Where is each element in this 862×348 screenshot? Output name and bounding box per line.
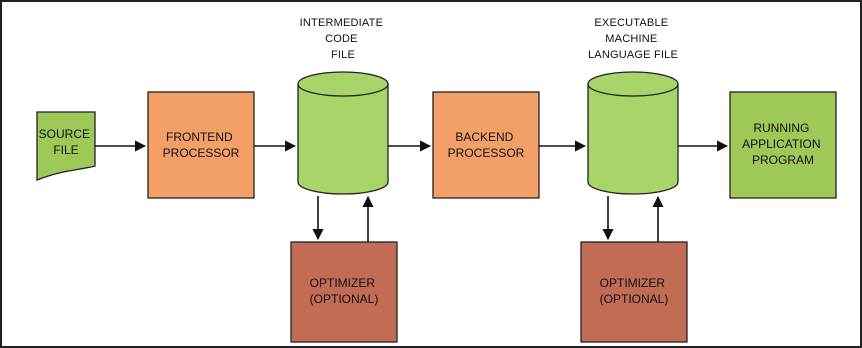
backend-processor-label-line1: BACKEND — [455, 130, 513, 144]
running-application-label-line3: PROGRAM — [752, 153, 814, 167]
frontend-processor-label-line1: FRONTEND — [166, 130, 233, 144]
intermediate-file-caption-line2: CODE — [325, 33, 358, 45]
optimizer-2-node: OPTIMIZER (OPTIONAL) — [580, 241, 688, 343]
source-file-node: SOURCE FILE — [36, 111, 96, 181]
frontend-processor-label-line2: PROCESSOR — [163, 146, 240, 160]
svg-text:BACKEND PROCESSOR: BACKEND PROCESSOR — [448, 130, 525, 160]
executable-file-caption-line3: LANGUAGE FILE — [588, 49, 678, 61]
svg-text:INTERMEDIATE CODE: INTERMEDIATE CODE FILE — [300, 17, 387, 61]
optimizer-2-label-line2: (OPTIONAL) — [600, 292, 669, 306]
backend-processor-node: BACKEND PROCESSOR — [432, 91, 540, 199]
svg-text:EXECUTABLE MACHINE: EXECUTABLE MACHINE LANGUAGE FILE — [588, 17, 678, 61]
optimizer-2-box — [580, 241, 688, 343]
svg-text:OPTIMIZER (OPTIONAL): OPTIMIZER (OPTIONAL) — [600, 276, 669, 306]
executable-file-node: EXECUTABLE MACHINE LANGUAGE FILE — [587, 17, 679, 195]
running-application-node: RUNNING APPLICATION PROGRAM — [729, 91, 837, 199]
svg-text:RUNNING APPLICATION: RUNNING APPLICATION PROGRAM — [742, 121, 824, 167]
svg-text:OPTIMIZER (OPTIONAL): OPTIMIZER (OPTIONAL) — [310, 276, 379, 306]
svg-text:SOURCE FILE: SOURCE FILE — [39, 127, 94, 157]
intermediate-file-cylinder-body — [297, 83, 389, 195]
executable-file-caption-line1: EXECUTABLE — [594, 17, 668, 29]
svg-text:FRONTEND PROCESSOR: FRONTEND PROCESSOR — [163, 130, 240, 160]
intermediate-file-caption-line1: INTERMEDIATE — [300, 17, 383, 29]
backend-processor-label-line2: PROCESSOR — [448, 146, 525, 160]
optimizer-1-node: OPTIMIZER (OPTIONAL) — [290, 241, 398, 343]
executable-file-caption-line2: MACHINE — [605, 33, 657, 45]
backend-processor-box — [432, 91, 540, 199]
source-file-label-line1: SOURCE — [39, 127, 90, 141]
optimizer-1-label-line1: OPTIMIZER — [310, 276, 376, 290]
intermediate-file-cylinder-top — [297, 71, 389, 97]
intermediate-code-file-node: INTERMEDIATE CODE FILE — [297, 17, 389, 195]
executable-file-cylinder-body — [587, 83, 679, 195]
frontend-processor-node: FRONTEND PROCESSOR — [147, 91, 255, 199]
optimizer-1-label-line2: (OPTIONAL) — [310, 292, 379, 306]
executable-file-cylinder-top — [587, 71, 679, 97]
source-file-shape — [36, 111, 96, 181]
intermediate-file-caption-line3: FILE — [331, 49, 355, 61]
source-file-label-line2: FILE — [53, 143, 78, 157]
running-application-box — [729, 91, 837, 199]
optimizer-2-label-line1: OPTIMIZER — [600, 276, 666, 290]
frontend-processor-box — [147, 91, 255, 199]
optimizer-1-box — [290, 241, 398, 343]
running-application-label-line1: RUNNING — [753, 121, 809, 135]
running-application-label-line2: APPLICATION — [742, 137, 820, 151]
